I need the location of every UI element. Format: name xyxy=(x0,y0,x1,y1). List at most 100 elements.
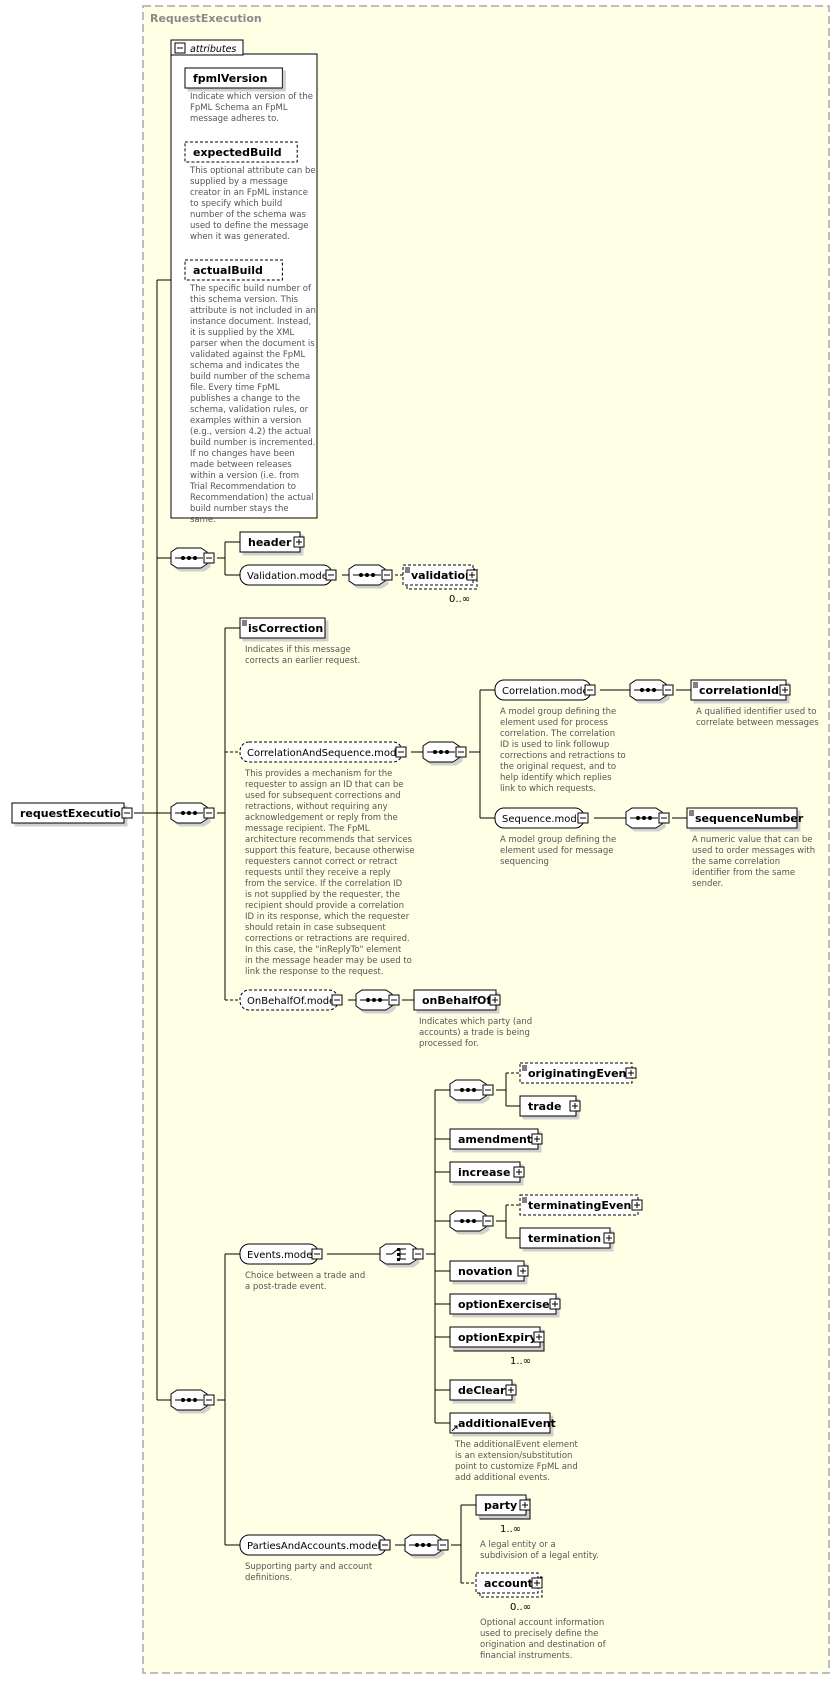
collapse-minus-icon[interactable] xyxy=(482,1215,494,1227)
account-cardinality: 0..∞ xyxy=(510,1602,531,1613)
collapse-minus-icon[interactable] xyxy=(395,746,407,758)
attribute-expectedBuild[interactable]: expectedBuild xyxy=(184,141,298,163)
description-line: a post-trade event. xyxy=(245,1282,327,1292)
sequence-compositor-icon[interactable] xyxy=(170,547,215,569)
sequence-compositor-icon[interactable] xyxy=(629,679,674,701)
expand-plus-icon[interactable] xyxy=(603,1232,615,1244)
collapse-minus-icon[interactable] xyxy=(584,684,596,696)
group-correlation-model[interactable]: Correlation.model xyxy=(494,679,596,701)
group-on-behalf-of-model[interactable]: OnBehalfOf.model xyxy=(239,989,343,1011)
element-additionalEvent[interactable]: additionalEvent xyxy=(449,1412,556,1434)
sequence-compositor-icon[interactable] xyxy=(348,564,393,586)
element-correlationId[interactable]: correlationId xyxy=(690,679,791,701)
element-originatingEvent[interactable]: originatingEvent xyxy=(519,1062,637,1084)
element-increase[interactable]: increase xyxy=(449,1161,525,1183)
description-line: requests until they receive a reply xyxy=(245,868,391,878)
collapse-minus-icon[interactable] xyxy=(331,994,343,1006)
expand-plus-icon[interactable] xyxy=(549,1298,561,1310)
collapse-minus-icon[interactable] xyxy=(662,684,674,696)
element-onBehalfOf[interactable]: onBehalfOf xyxy=(413,989,501,1011)
element-account[interactable]: account xyxy=(475,1572,543,1598)
expand-plus-icon[interactable] xyxy=(513,1166,525,1178)
expand-plus-icon[interactable] xyxy=(505,1384,517,1396)
description-line: origination and destination of xyxy=(480,1640,607,1650)
collapse-minus-icon[interactable] xyxy=(379,1539,391,1551)
group-label: CorrelationAndSequence.model xyxy=(247,748,405,759)
description-line: The specific build number of xyxy=(189,284,312,294)
collapse-minus-icon[interactable] xyxy=(658,812,670,824)
element-sequenceNumber[interactable]: sequenceNumber xyxy=(686,807,804,829)
attribute-fpmlVersion[interactable]: fpmlVersion xyxy=(184,67,283,89)
element-header[interactable]: header xyxy=(239,531,305,553)
description-line: A model group defining the xyxy=(500,707,616,717)
element-novation[interactable]: novation xyxy=(449,1260,529,1282)
element-validation[interactable]: validation xyxy=(402,564,478,590)
group-sequence-model[interactable]: Sequence.model xyxy=(494,807,589,829)
description-line: used to precisely define the xyxy=(480,1629,598,1639)
expand-plus-icon[interactable] xyxy=(531,1133,543,1145)
element-trade[interactable]: trade xyxy=(519,1095,581,1117)
sequence-compositor-icon[interactable] xyxy=(449,1210,494,1232)
collapse-minus-icon[interactable] xyxy=(203,1394,215,1406)
sequence-compositor-icon[interactable] xyxy=(422,741,467,763)
collapse-minus-icon[interactable] xyxy=(381,569,393,581)
collapse-minus-icon[interactable] xyxy=(412,1248,424,1260)
expand-plus-icon[interactable] xyxy=(531,1577,543,1589)
expand-plus-icon[interactable] xyxy=(631,1199,643,1211)
sequence-compositor-icon[interactable] xyxy=(355,989,400,1011)
group-validation-model[interactable]: Validation.model xyxy=(239,564,337,586)
expand-plus-icon[interactable] xyxy=(517,1265,529,1277)
sequence-compositor-icon[interactable] xyxy=(170,1389,215,1411)
element-optionExercise[interactable]: optionExercise xyxy=(449,1293,561,1315)
element-optionExpiry[interactable]: optionExpiry xyxy=(449,1326,545,1352)
element-termination[interactable]: termination xyxy=(519,1227,615,1249)
description-line: validated against the FpML xyxy=(190,350,306,360)
collapse-minus-icon[interactable] xyxy=(388,994,400,1006)
description-line: link to which requests. xyxy=(500,784,596,794)
element-deClear[interactable]: deClear xyxy=(449,1379,517,1401)
description-line: schema and indicates the xyxy=(190,361,300,371)
group-events-model[interactable]: Events.model xyxy=(239,1243,323,1265)
sequence-compositor-icon[interactable] xyxy=(625,807,670,829)
element-isCorrection[interactable]: isCorrection xyxy=(239,617,326,639)
group-parties-and-accounts-model[interactable]: PartiesAndAccounts.model xyxy=(239,1534,391,1556)
expand-plus-icon[interactable] xyxy=(519,1499,531,1511)
description-line: A legal entity or a xyxy=(480,1540,556,1550)
sequence-compositor-icon[interactable] xyxy=(170,802,215,824)
description-line: is an extension/substitution xyxy=(455,1451,572,1461)
expand-plus-icon[interactable] xyxy=(569,1100,581,1112)
expand-plus-icon[interactable] xyxy=(466,569,478,581)
collapse-minus-icon[interactable] xyxy=(455,746,467,758)
root-element-requestExecution[interactable]: requestExecution xyxy=(11,802,129,824)
expand-plus-icon[interactable] xyxy=(489,994,501,1006)
expand-plus-icon[interactable] xyxy=(779,684,791,696)
collapse-minus-icon[interactable] xyxy=(311,1248,323,1260)
element-amendment[interactable]: amendment xyxy=(449,1128,543,1150)
element-party[interactable]: party xyxy=(475,1494,531,1520)
attributes-tab[interactable]: attributes xyxy=(170,39,244,56)
root-collapse-minus-icon[interactable] xyxy=(121,807,133,819)
attribute-actualBuild[interactable]: actualBuild xyxy=(184,259,283,281)
sequence-compositor-icon[interactable] xyxy=(404,1534,449,1556)
collapse-minus-icon[interactable] xyxy=(203,552,215,564)
collapse-minus-icon[interactable] xyxy=(437,1539,449,1551)
sequence-compositor-icon[interactable] xyxy=(449,1079,494,1101)
expand-plus-icon[interactable] xyxy=(533,1331,545,1343)
collapse-minus-icon[interactable] xyxy=(203,807,215,819)
expand-plus-icon[interactable] xyxy=(293,536,305,548)
description-line: FpML Schema an FpML xyxy=(190,103,288,113)
optionExpiry-cardinality: 1..∞ xyxy=(510,1356,531,1367)
description-line: requesters cannot correct or retract xyxy=(245,857,398,867)
collapse-minus-icon[interactable] xyxy=(482,1084,494,1096)
expand-plus-icon[interactable] xyxy=(625,1067,637,1079)
choice-compositor-icon[interactable] xyxy=(379,1243,424,1265)
description-line: corrects an earlier request. xyxy=(245,656,360,666)
attributes-collapse-icon[interactable] xyxy=(174,42,186,54)
description-line: subdivision of a legal entity. xyxy=(480,1551,599,1561)
collapse-minus-icon[interactable] xyxy=(577,812,589,824)
element-terminatingEvent[interactable]: terminatingEvent xyxy=(519,1194,643,1216)
collapse-minus-icon[interactable] xyxy=(325,569,337,581)
group-correlation-and-sequence-model[interactable]: CorrelationAndSequence.model xyxy=(239,741,407,763)
